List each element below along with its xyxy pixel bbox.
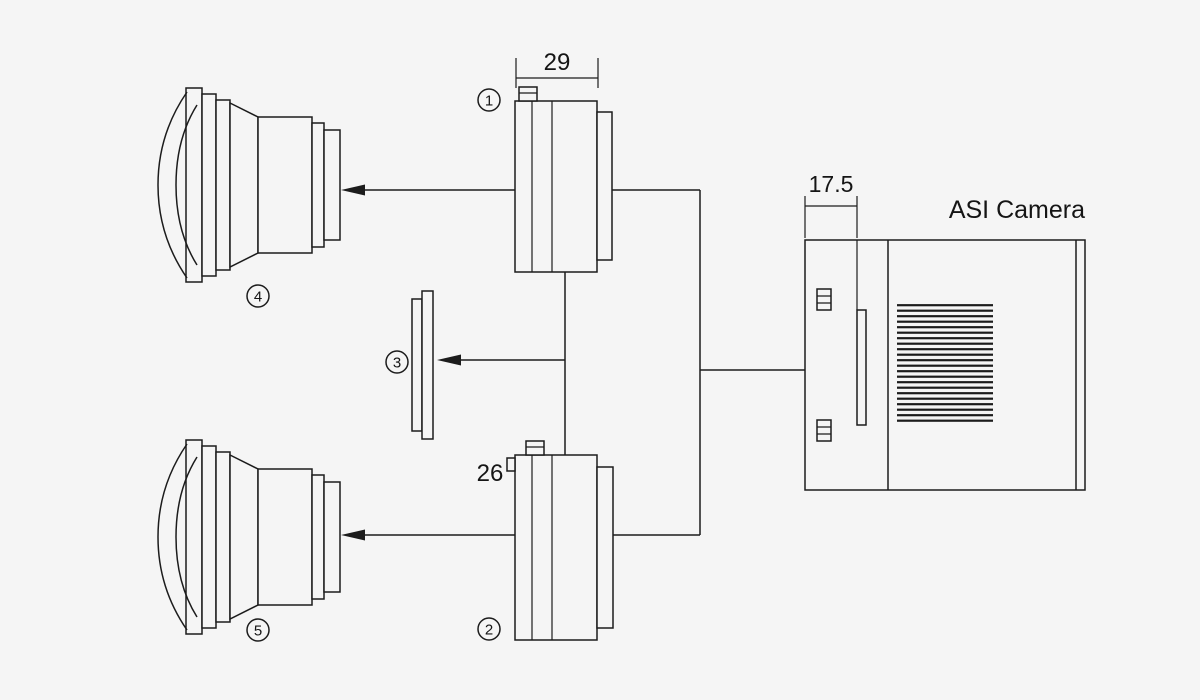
dimension-29: 29 xyxy=(515,49,599,88)
adapter-2-thumbscrew xyxy=(525,440,545,456)
camera-screw-bottom-lines xyxy=(817,426,831,435)
part-label-5-number: 5 xyxy=(254,623,262,640)
filter xyxy=(411,290,434,440)
dim-29-text: 29 xyxy=(544,49,571,76)
camera-sensor xyxy=(856,309,867,426)
adapter-1-flange xyxy=(596,111,613,261)
camera-title: ASI Camera xyxy=(949,196,1085,224)
adapter-2-stop-screw xyxy=(506,457,516,472)
part-label-2-number: 2 xyxy=(485,622,493,639)
adapter-2-body xyxy=(514,454,598,641)
part-label-1: 1 xyxy=(477,88,501,112)
part-label-3-circle xyxy=(385,350,409,374)
asi-camera xyxy=(804,239,1086,491)
arrow-to-lens-bottom xyxy=(341,529,365,541)
arrow-to-filter xyxy=(437,354,461,366)
adapter-1 xyxy=(514,86,613,273)
adapter-1-body xyxy=(514,100,598,273)
filter-glass xyxy=(411,298,423,432)
camera-heatsink xyxy=(897,301,993,425)
part-label-4-number: 4 xyxy=(254,289,262,306)
part-label-1-circle xyxy=(477,88,501,112)
part-label-1-number: 1 xyxy=(485,93,493,110)
camera-screw-bottom xyxy=(816,419,832,442)
part-label-3-number: 3 xyxy=(393,355,401,372)
adapter-2-section-lines xyxy=(531,455,553,640)
arrow-to-lens-top xyxy=(341,184,365,196)
part-label-3: 3 xyxy=(385,350,409,374)
part-label-2: 2 xyxy=(477,617,501,641)
adapter-1-thumbscrew xyxy=(518,86,538,102)
dim-26-text: 26 xyxy=(477,460,504,487)
camera-screw-top-lines xyxy=(817,295,831,304)
dimension-26: 26 xyxy=(477,460,504,487)
fisheye-lens-top xyxy=(157,87,341,283)
camera-screw-top xyxy=(816,288,832,311)
part-label-4-circle xyxy=(246,284,270,308)
fisheye-lens-bottom xyxy=(157,439,341,635)
camera-body-lines xyxy=(887,240,1077,490)
part-label-5: 5 xyxy=(246,618,270,642)
dim-17-5-text: 17.5 xyxy=(809,171,854,197)
adapter-1-section-lines xyxy=(531,101,553,272)
adapter-2 xyxy=(506,440,614,641)
part-label-4: 4 xyxy=(246,284,270,308)
dimension-17-5: 17.5 xyxy=(804,171,858,238)
adapter-2-flange xyxy=(596,466,614,629)
part-label-2-circle xyxy=(477,617,501,641)
filter-cell xyxy=(421,290,434,440)
part-label-5-circle xyxy=(246,618,270,642)
